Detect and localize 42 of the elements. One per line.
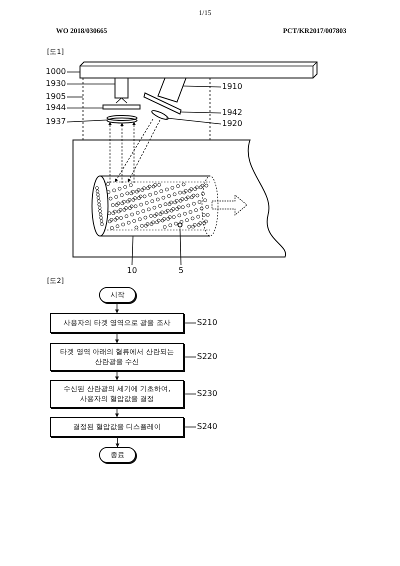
light-ray-arrow (114, 118, 154, 182)
leader-line (184, 322, 196, 324)
reference-numeral: 1937 (44, 117, 66, 127)
lens (106, 115, 138, 124)
reference-numeral: 1942 (222, 108, 244, 118)
step-label: S210 (197, 318, 223, 328)
arrow (115, 408, 119, 418)
reference-numeral: 1930 (44, 79, 66, 89)
leader-line (180, 112, 222, 114)
reference-numeral: 1905 (44, 92, 66, 102)
reference-numeral: 1920 (222, 119, 244, 129)
leader-line (66, 120, 108, 122)
particle (178, 222, 182, 228)
step-label: S220 (197, 352, 223, 362)
light-ray-arrow (128, 120, 160, 182)
leader-line (184, 426, 196, 428)
leader-line (66, 96, 84, 98)
arrow (115, 370, 119, 380)
dashed-region (82, 78, 210, 140)
leader-line (132, 236, 134, 266)
detector (114, 78, 128, 104)
step-label: S240 (197, 422, 223, 432)
arrow (116, 436, 120, 448)
reference-numeral: 1944 (44, 103, 66, 113)
reference-numeral: 5 (176, 266, 186, 276)
light-ray-arrow (108, 122, 112, 184)
light-ray-arrow (132, 122, 136, 184)
lens (151, 110, 169, 120)
light-ray-arrow (120, 122, 124, 184)
filter-plate (102, 104, 140, 110)
reference-numeral: 1910 (222, 82, 244, 92)
leader-line (182, 86, 222, 88)
leader-line (166, 118, 222, 124)
arrow (115, 332, 119, 344)
filter-plate (143, 92, 182, 115)
arrow (115, 302, 119, 314)
leader-line (184, 356, 196, 358)
reference-numeral: 10 (126, 266, 138, 276)
reference-numeral: 1000 (44, 67, 66, 77)
step-label: S230 (197, 389, 223, 399)
blood-vessel-drawing (92, 176, 218, 236)
leader-line (180, 228, 182, 266)
